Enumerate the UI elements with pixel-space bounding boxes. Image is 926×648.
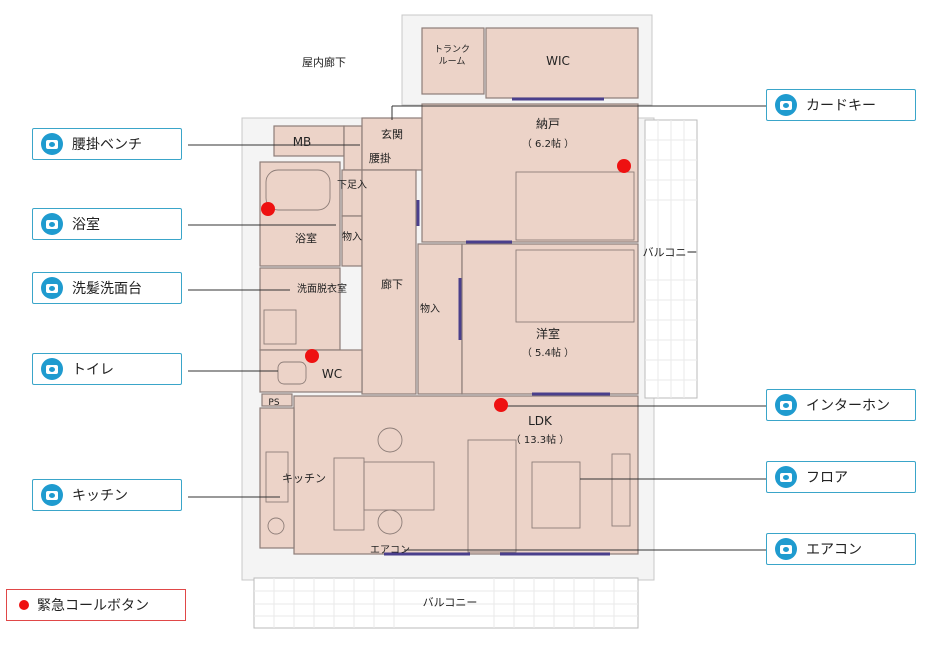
label-youshitsu-size: （ 5.4帖 ）: [522, 346, 574, 359]
camera-icon: [775, 94, 797, 116]
trunk-room: [421, 27, 485, 95]
callout-koshikake-bench[interactable]: 腰掛ベンチ: [32, 128, 182, 160]
washroom: [259, 267, 341, 351]
balcony-bottom-grid: [254, 578, 638, 628]
camera-icon: [775, 394, 797, 416]
callout-intercom[interactable]: インターホン: [766, 389, 916, 421]
camera-icon: [41, 484, 63, 506]
label-corridor-outside: 屋内廊下: [302, 55, 346, 69]
label-wc: WC: [322, 367, 342, 381]
legend-emergency-call: 緊急コールボタン: [6, 589, 186, 621]
label-ldk-size: （ 13.3帖 ）: [511, 433, 570, 446]
label-ps: PS: [268, 398, 279, 408]
call-dot-wc: [305, 349, 319, 363]
callout-label: インターホン: [806, 398, 890, 414]
label-bath: 浴室: [295, 231, 317, 245]
monoire2-closet: [417, 243, 463, 395]
callout-label: フロア: [806, 470, 848, 486]
callout-label: キッチン: [72, 488, 128, 504]
label-youshitsu: 洋室: [536, 326, 560, 341]
callout-lines: [188, 105, 766, 551]
nando-room: [421, 103, 639, 243]
label-kitchen: キッチン: [282, 472, 326, 485]
mb-room: [273, 125, 345, 157]
callout-label: 浴室: [72, 217, 100, 233]
furniture: [263, 169, 635, 553]
label-entrance: 玄関: [381, 127, 403, 141]
callout-shampoo-vanity[interactable]: 洗髪洗面台: [32, 272, 182, 304]
entrance: [361, 117, 423, 171]
label-trunk-room: トランク: [434, 44, 470, 55]
call-dot-ldk: [494, 398, 508, 412]
camera-icon: [775, 466, 797, 488]
legend-label: 緊急コールボタン: [37, 598, 149, 614]
emergency-call-buttons: [261, 159, 631, 412]
label-wic: WIC: [546, 54, 570, 68]
callout-label: 洗髪洗面台: [72, 281, 142, 297]
label-shita-ashi: 下足入: [337, 179, 367, 191]
label-koshikake: 腰掛: [369, 151, 391, 165]
callout-label: トイレ: [72, 362, 114, 378]
ldk-room: [293, 395, 639, 555]
shita-ashi-closet: [341, 169, 363, 217]
camera-icon: [41, 277, 63, 299]
camera-icon: [41, 213, 63, 235]
koshikake-bench-area: [343, 125, 363, 171]
label-nando-size: （ 6.2帖 ）: [522, 137, 574, 150]
label-monoire: 物入: [342, 230, 362, 243]
label-balcony-right: バルコニー: [643, 246, 698, 259]
callout-toilet[interactable]: トイレ: [32, 353, 182, 385]
callout-aircon[interactable]: エアコン: [766, 533, 916, 565]
callout-label: 腰掛ベンチ: [72, 137, 142, 153]
label-hallway: 廊下: [381, 277, 403, 291]
camera-icon: [41, 358, 63, 380]
callout-label: エアコン: [806, 542, 862, 558]
callout-floor[interactable]: フロア: [766, 461, 916, 493]
label-trunk-room-2: ルーム: [439, 56, 466, 67]
call-dot-bath: [261, 202, 275, 216]
label-washroom: 洗面脱衣室: [297, 282, 347, 295]
youshitsu-room: [461, 243, 639, 395]
balcony-right-grid: [645, 120, 697, 398]
callout-bath[interactable]: 浴室: [32, 208, 182, 240]
wic-room: [485, 27, 639, 99]
hallway: [361, 169, 417, 395]
label-nando: 納戸: [536, 117, 560, 131]
call-dot-nando: [617, 159, 631, 173]
label-balcony-bottom: バルコニー: [423, 596, 478, 609]
label-aircon: エアコン: [370, 545, 410, 556]
label-ldk: LDK: [528, 414, 553, 428]
callout-card-key[interactable]: カードキー: [766, 89, 916, 121]
windows: [384, 97, 610, 556]
callout-kitchen[interactable]: キッチン: [32, 479, 182, 511]
label-mb: MB: [293, 135, 312, 149]
camera-icon: [41, 133, 63, 155]
callout-label: カードキー: [806, 98, 876, 114]
camera-icon: [775, 538, 797, 560]
ps-space: [261, 393, 293, 407]
red-dot-icon: [19, 600, 29, 610]
bath-room: [259, 161, 341, 267]
label-monoire2: 物入: [420, 302, 440, 315]
